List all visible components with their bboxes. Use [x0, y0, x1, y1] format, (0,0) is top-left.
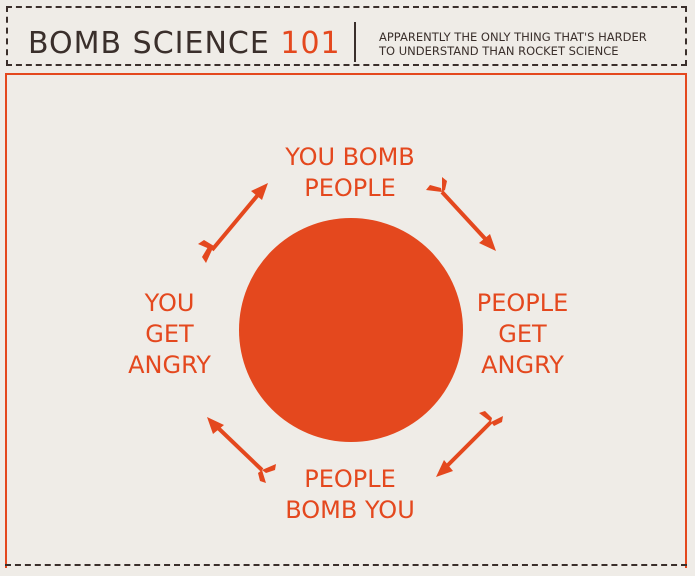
arrow-top-left	[198, 183, 268, 263]
title-number: 101	[280, 26, 341, 61]
cycle-label-top: YOU BOMB PEOPLE	[270, 142, 430, 204]
arrow-bottom-right	[436, 411, 503, 477]
header-box: BOMB SCIENCE 101 APPARENTLY THE ONLY THI…	[6, 6, 687, 66]
top-line-1: YOU BOMB	[285, 143, 415, 171]
diagram-panel	[5, 73, 687, 568]
arrow-bottom-left	[207, 417, 276, 483]
header-divider	[354, 22, 356, 62]
cycle-label-left: YOU GET ANGRY	[112, 288, 227, 381]
bottom-line-2: BOMB YOU	[285, 496, 415, 524]
cycle-label-right: PEOPLE GET ANGRY	[465, 288, 580, 381]
center-circle	[239, 218, 463, 442]
left-line-1: YOU	[144, 289, 195, 317]
page-title: BOMB SCIENCE 101	[28, 26, 341, 61]
left-line-2: GET	[145, 320, 194, 348]
right-line-3: ANGRY	[481, 351, 564, 379]
bottom-dashed-border	[5, 564, 687, 566]
title-text: BOMB SCIENCE	[28, 26, 270, 61]
right-line-1: PEOPLE	[476, 289, 569, 317]
bottom-line-1: PEOPLE	[304, 465, 396, 493]
subtitle-line-2: TO UNDERSTAND THAN ROCKET SCIENCE	[379, 44, 619, 58]
page-subtitle: APPARENTLY THE ONLY THING THAT'S HARDER …	[379, 30, 679, 58]
left-line-3: ANGRY	[128, 351, 211, 379]
right-line-2: GET	[498, 320, 547, 348]
top-line-2: PEOPLE	[304, 174, 396, 202]
cycle-label-bottom: PEOPLE BOMB YOU	[270, 464, 430, 526]
subtitle-line-1: APPARENTLY THE ONLY THING THAT'S HARDER	[379, 30, 647, 44]
arrow-top-right	[426, 177, 496, 251]
